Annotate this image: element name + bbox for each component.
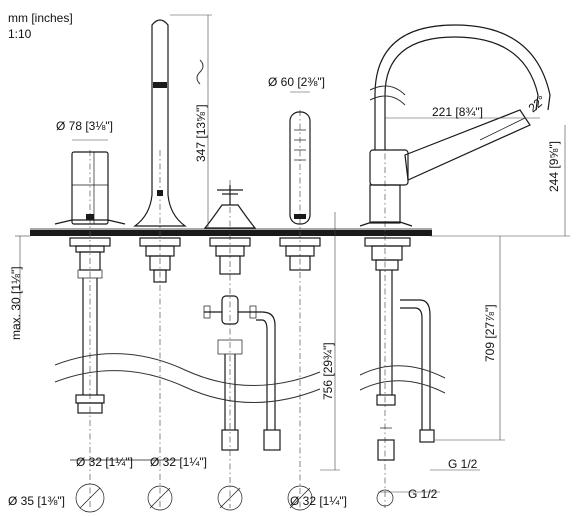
hole-diameter-label-4: Ø 35 [1⅜"] — [8, 494, 65, 508]
dimension-lines — [15, 14, 570, 493]
holder-height-label: 347 [13⅝"] — [194, 104, 208, 162]
center-lines — [89, 110, 386, 508]
scale-label: 1:10 — [8, 27, 32, 41]
hand-shower — [256, 111, 321, 451]
countertop — [30, 228, 432, 236]
units-label: mm [inches] — [8, 11, 73, 25]
spout-height-label: 244 [9⅝"] — [547, 141, 561, 192]
spout — [359, 24, 551, 461]
mixer-valve — [54, 151, 126, 414]
hose-length-label: 756 [29¾"] — [321, 342, 335, 400]
shower-diameter-label: Ø 60 [2⅜"] — [268, 75, 325, 89]
diverter — [203, 185, 257, 451]
deck-thickness-label: max. 30 [1⅛"] — [9, 266, 23, 340]
mixer-diameter-label: Ø 78 [3⅛"] — [56, 119, 113, 133]
hole-diameter-label-2: Ø 32 [1¼"] — [150, 455, 207, 469]
spout-reach-label: 221 [8¾"] — [432, 105, 483, 119]
thread-label-2: G 1/2 — [408, 487, 438, 501]
supply-length-label: 709 [27⅞"] — [483, 304, 497, 362]
break-lines — [54, 59, 446, 403]
shower-holder — [133, 19, 187, 283]
hole-diameter-label-1: Ø 32 [1¼"] — [76, 455, 133, 469]
mounting-holes — [70, 459, 394, 513]
thread-label-1: G 1/2 — [448, 457, 478, 471]
hole-diameter-label-3: Ø 32 [1¼"] — [290, 494, 347, 508]
